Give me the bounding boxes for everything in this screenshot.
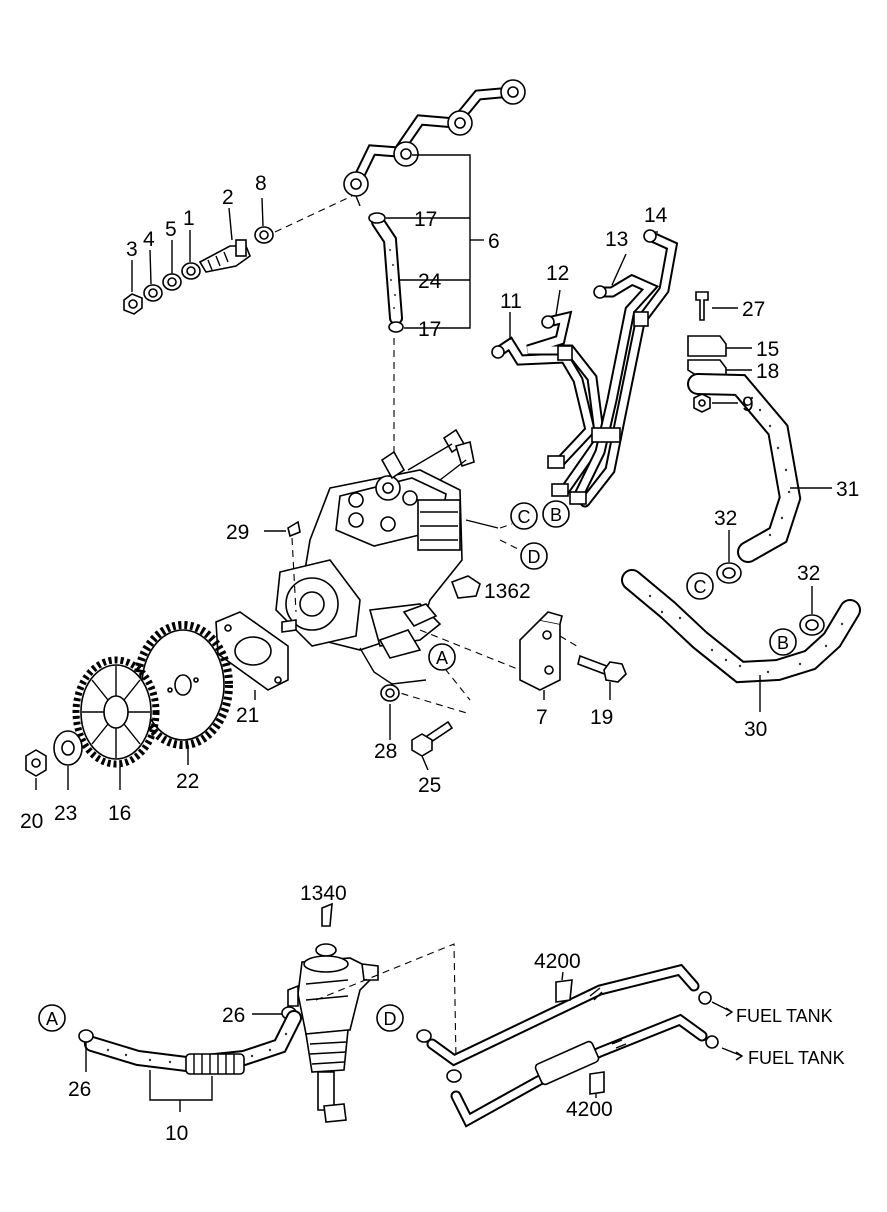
callout-20: 20 bbox=[20, 810, 43, 833]
hose-31 bbox=[687, 373, 832, 563]
ref-circle-c1 bbox=[510, 502, 538, 530]
callout-26a: 26 bbox=[68, 1078, 91, 1101]
ref-b2: B bbox=[777, 633, 789, 653]
ref-c1: C bbox=[518, 507, 531, 527]
callout-27: 27 bbox=[742, 298, 765, 321]
callout-4200b: 4200 bbox=[566, 1098, 613, 1121]
callout-9: 9 bbox=[742, 393, 754, 416]
callout-32a: 32 bbox=[714, 507, 737, 530]
callout-16: 16 bbox=[108, 802, 131, 825]
callout-19: 19 bbox=[590, 706, 613, 729]
callout-25: 25 bbox=[418, 774, 441, 797]
callout-15: 15 bbox=[756, 338, 779, 361]
injector-parts bbox=[123, 197, 274, 315]
gear-22 bbox=[133, 621, 233, 765]
callout-labels: 3 4 5 1 2 8 17 24 17 6 11 12 13 14 27 15… bbox=[20, 172, 859, 1145]
bolt-19 bbox=[577, 654, 627, 700]
ref-circle-a1 bbox=[428, 643, 456, 671]
ref-circle-d1 bbox=[520, 542, 548, 570]
ref-d2: D bbox=[384, 1009, 397, 1029]
fuel-hose-10 bbox=[84, 1010, 302, 1112]
callout-5: 5 bbox=[165, 218, 177, 241]
callout-1: 1 bbox=[183, 207, 195, 230]
callout-23: 23 bbox=[54, 802, 77, 825]
injection-pump bbox=[275, 428, 499, 659]
callout-18: 18 bbox=[756, 360, 779, 383]
fuel-supply-line bbox=[450, 1013, 708, 1128]
callout-17a: 17 bbox=[414, 208, 437, 231]
injection-pipes-11-14 bbox=[491, 229, 679, 508]
callout-4: 4 bbox=[143, 228, 155, 251]
ref-c2: C bbox=[694, 577, 707, 597]
woodruff-key-29 bbox=[287, 520, 301, 538]
callout-22: 22 bbox=[176, 770, 199, 793]
callout-2: 2 bbox=[222, 186, 234, 209]
overflow-hose-24 bbox=[368, 212, 404, 333]
injection-pipe-assembly bbox=[343, 79, 526, 207]
ref-a2: A bbox=[46, 1009, 58, 1029]
fuel-return-line bbox=[426, 963, 700, 1067]
callout-3: 3 bbox=[126, 238, 138, 261]
bolt-25 bbox=[411, 720, 454, 771]
ref-circle-a2 bbox=[38, 1004, 66, 1032]
callout-1340: 1340 bbox=[300, 882, 347, 905]
callout-30: 30 bbox=[744, 718, 767, 741]
callout-32b: 32 bbox=[797, 562, 820, 585]
fuel-filter bbox=[287, 902, 380, 1123]
callout-24: 24 bbox=[418, 270, 442, 293]
callout-31: 31 bbox=[836, 478, 859, 501]
sealant-marker-1362 bbox=[450, 575, 481, 599]
ref-circle-c2 bbox=[686, 572, 714, 600]
ref-d1: D bbox=[528, 547, 541, 567]
callout-1362: 1362 bbox=[484, 580, 531, 603]
callout-11: 11 bbox=[500, 290, 522, 313]
callout-4200a: 4200 bbox=[534, 950, 581, 973]
callout-21: 21 bbox=[236, 704, 259, 727]
gear-16 bbox=[72, 656, 160, 790]
ref-circle-b2 bbox=[769, 628, 797, 656]
clamp-26a bbox=[78, 1029, 94, 1043]
callout-17b: 17 bbox=[418, 318, 441, 341]
callout-6: 6 bbox=[488, 230, 500, 253]
callout-28: 28 bbox=[374, 740, 397, 763]
callout-7: 7 bbox=[536, 706, 548, 729]
callout-10: 10 bbox=[165, 1122, 188, 1145]
bracket-7 bbox=[519, 611, 563, 700]
callout-26b: 26 bbox=[222, 1004, 245, 1027]
callout-14: 14 bbox=[644, 204, 668, 227]
callout-12: 12 bbox=[546, 262, 569, 285]
fuel-tank-note-2: FUEL TANK bbox=[748, 1048, 845, 1068]
reference-markers: C B D A C B A D bbox=[38, 500, 797, 1032]
hose-30 bbox=[621, 569, 861, 712]
ref-circle-d2 bbox=[376, 1004, 404, 1032]
ref-circle-b1 bbox=[542, 500, 570, 528]
callout-29: 29 bbox=[226, 521, 249, 544]
ref-a1: A bbox=[436, 648, 448, 668]
callout-8: 8 bbox=[255, 172, 267, 195]
callout-13: 13 bbox=[605, 228, 628, 251]
ref-b1: B bbox=[550, 505, 562, 525]
fuel-tank-note-1: FUEL TANK bbox=[736, 1006, 833, 1026]
